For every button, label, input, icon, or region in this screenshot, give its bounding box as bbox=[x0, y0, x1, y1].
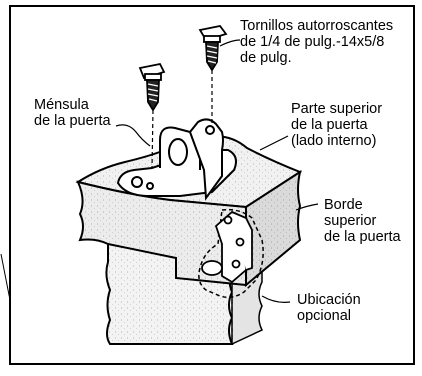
diagram-frame bbox=[9, 5, 415, 365]
label-screws-line-2: de 1/4 de pulg.-14x5/8 bbox=[240, 34, 385, 50]
label-door-top-edge: Borde superior de la puerta bbox=[324, 197, 401, 245]
screw-guide-line-left bbox=[151, 109, 154, 169]
leader-top-edge bbox=[295, 203, 319, 211]
label-door-top-inside-line-3: (lado interno) bbox=[291, 133, 377, 149]
screw-right bbox=[198, 25, 228, 72]
label-optional-location-line-2: opcional bbox=[297, 308, 352, 324]
label-door-top-edge-line-3: de la puerta bbox=[324, 229, 401, 245]
label-door-top-inside-line-1: Parte superior bbox=[291, 101, 383, 117]
label-door-top-edge-line-2: superior bbox=[324, 213, 377, 229]
label-door-bracket: Ménsula de la puerta bbox=[34, 97, 111, 129]
label-screws: Tornillos autorroscantes de 1/4 de pulg.… bbox=[240, 18, 393, 66]
label-optional-location-line-1: Ubicación bbox=[297, 292, 361, 308]
leader-bracket bbox=[115, 124, 151, 147]
screw-left bbox=[138, 62, 166, 112]
leader-screws bbox=[219, 39, 241, 47]
label-screws-line-3: de pulg. bbox=[240, 50, 292, 66]
label-optional-location: Ubicación opcional bbox=[297, 292, 361, 324]
label-door-top-edge-line-1: Borde bbox=[324, 197, 363, 213]
door-bracket bbox=[116, 118, 237, 201]
label-door-top-inside: Parte superior de la puerta (lado intern… bbox=[291, 101, 382, 149]
label-door-bracket-line-2: de la puerta bbox=[34, 113, 111, 129]
label-screws-line-1: Tornillos autorroscantes bbox=[240, 18, 394, 34]
label-door-top-inside-line-2: de la puerta bbox=[291, 117, 368, 133]
optional-bracket bbox=[198, 208, 264, 299]
leader-top-inside bbox=[259, 135, 289, 151]
leader-lines bbox=[115, 39, 319, 303]
label-door-bracket-line-1: Ménsula bbox=[34, 97, 89, 113]
leader-optional bbox=[261, 295, 291, 303]
frame-side-stroke bbox=[0, 253, 11, 301]
